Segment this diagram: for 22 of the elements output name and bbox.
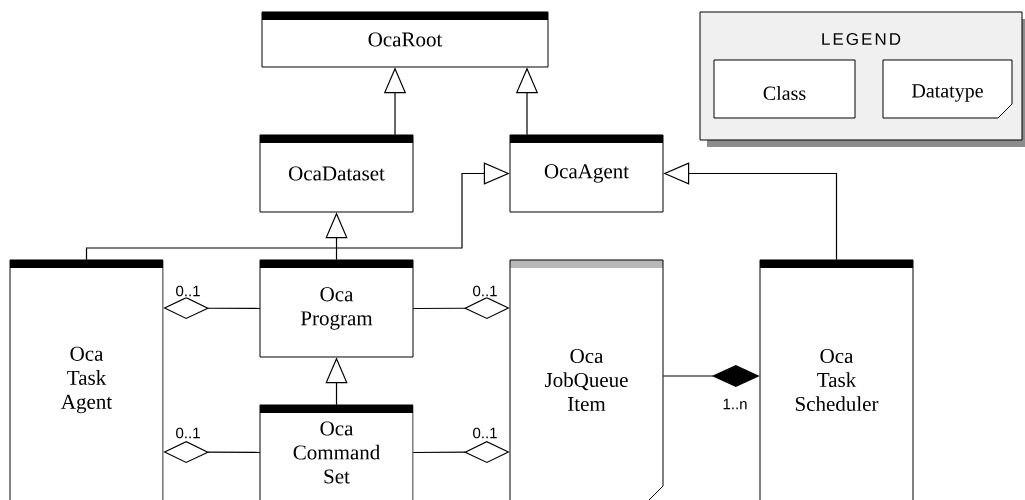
node-label: Oca Task Agent (61, 346, 113, 414)
multiplicity-label: 0..1 (471, 284, 499, 298)
legend-item: Class (713, 59, 856, 119)
multiplicity-label: 0..1 (471, 426, 499, 440)
multiplicity-label: 1..n (721, 397, 749, 411)
aggregation-line (412, 297, 510, 320)
class-box: OcaDataset (259, 134, 414, 213)
class-box: Oca Task Agent (9, 259, 164, 500)
legend-item: Datatype (882, 59, 1013, 119)
legend-title: LEGEND (822, 33, 901, 45)
class-box: Oca Program (259, 259, 414, 358)
multiplicity-label: 0..1 (174, 284, 202, 298)
node-label: Oca JobQueue Item (544, 348, 628, 412)
node-label: Oca Command Set (293, 421, 381, 484)
aggregation-line (412, 441, 510, 464)
node-label: Oca Task Scheduler (795, 348, 879, 412)
class-box: Oca Task Scheduler (759, 259, 914, 500)
class-box: OcaAgent (509, 134, 664, 213)
class-box: Oca Command Set (259, 404, 414, 500)
multiplicity-label: 0..1 (174, 426, 202, 440)
datatype-box: Oca JobQueue Item (509, 259, 664, 500)
class-box: OcaRoot (261, 11, 549, 68)
